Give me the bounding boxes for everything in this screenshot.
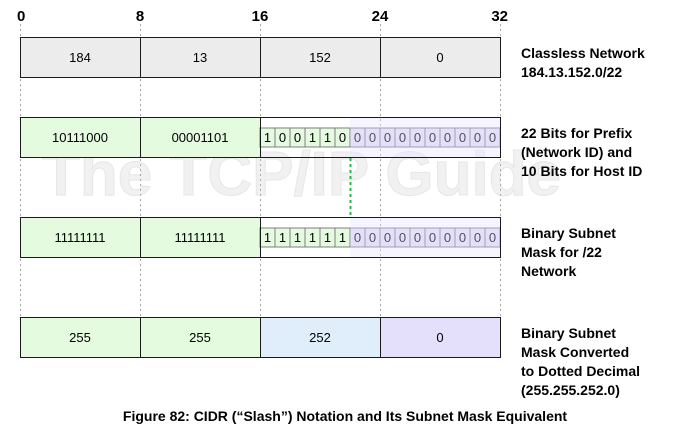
bit-value-19: 1 bbox=[309, 130, 316, 145]
row-label-mask-decimal-line-2: to Dotted Decimal bbox=[521, 363, 640, 379]
row-label-prefix-bits-line-2: 10 Bits for Host ID bbox=[521, 163, 642, 179]
host-region-shade bbox=[350, 217, 500, 257]
octet-cell-1 bbox=[140, 37, 260, 77]
octet-cell-2 bbox=[260, 37, 380, 77]
row-label-network-line-1: 184.13.152.0/22 bbox=[521, 64, 622, 80]
bit-value-27: 0 bbox=[429, 130, 436, 145]
octet-binary-0: 10111000 bbox=[52, 130, 108, 145]
ruler-tick-24: 24 bbox=[372, 8, 389, 25]
octet-value-0: 255 bbox=[69, 330, 91, 345]
bit-value-30: 0 bbox=[474, 130, 481, 145]
row-network: 184 13 152 0 bbox=[20, 37, 501, 78]
octet-cell-2 bbox=[260, 317, 380, 357]
octet-cell-1 bbox=[140, 117, 260, 157]
bit-value-22: 0 bbox=[354, 130, 361, 145]
octet-binary-0: 11111111 bbox=[54, 230, 105, 245]
row-label-mask-bits-line-0: Binary Subnet bbox=[521, 225, 616, 241]
ruler-tick-8: 8 bbox=[136, 8, 144, 25]
bit-value-27: 0 bbox=[429, 230, 436, 245]
row-border bbox=[20, 317, 501, 358]
figure-caption: Figure 82: CIDR (“Slash”) Notation and I… bbox=[123, 408, 568, 424]
row-border bbox=[20, 37, 501, 78]
bit-value-23: 0 bbox=[369, 130, 376, 145]
bit-value-25: 0 bbox=[399, 130, 406, 145]
row-label-prefix-bits-line-1: (Network ID) and bbox=[521, 144, 632, 160]
bit-value-20: 1 bbox=[324, 230, 331, 245]
bit-value-16: 1 bbox=[264, 130, 271, 145]
octet-cell-0 bbox=[20, 117, 140, 157]
row-border bbox=[20, 217, 501, 258]
bit-value-31: 0 bbox=[489, 230, 496, 245]
bit-value-29: 0 bbox=[459, 230, 466, 245]
row-label-mask-bits-line-2: Network bbox=[521, 263, 576, 279]
bit-value-24: 0 bbox=[384, 230, 391, 245]
bit-value-16: 1 bbox=[264, 230, 271, 245]
ruler-tick-16: 16 bbox=[252, 8, 269, 25]
bit-value-26: 0 bbox=[414, 230, 421, 245]
bit-value-22: 0 bbox=[354, 230, 361, 245]
bit-value-21: 1 bbox=[339, 230, 346, 245]
row-label-mask-decimal-line-1: Mask Converted bbox=[521, 344, 629, 360]
bit-value-17: 1 bbox=[279, 230, 286, 245]
bit-value-24: 0 bbox=[384, 130, 391, 145]
bit-value-25: 0 bbox=[399, 230, 406, 245]
bit-value-18: 0 bbox=[294, 130, 301, 145]
octet-binary-1: 00001101 bbox=[172, 130, 229, 145]
bit-value-21: 0 bbox=[339, 130, 346, 145]
octet-value-1: 255 bbox=[189, 330, 211, 345]
octet-cell-3 bbox=[380, 37, 500, 77]
bit-value-18: 1 bbox=[294, 230, 301, 245]
row-label-mask-bits-line-1: Mask for /22 bbox=[521, 244, 602, 260]
bit-value-26: 0 bbox=[414, 130, 421, 145]
octet-value-1: 13 bbox=[193, 50, 207, 65]
row-label-mask-decimal-line-3: (255.255.252.0) bbox=[521, 382, 620, 398]
octet-cell-1 bbox=[140, 317, 260, 357]
octet-cell-0 bbox=[20, 37, 140, 77]
bit-value-19: 1 bbox=[309, 230, 316, 245]
bit-value-28: 0 bbox=[444, 230, 451, 245]
octet-cell-3 bbox=[380, 317, 500, 357]
row-mask-decimal: 255 255 252 0 bbox=[20, 317, 501, 358]
octet-cell-1 bbox=[140, 217, 260, 257]
bit-value-31: 0 bbox=[489, 130, 496, 145]
bit-ruler: 0 8 16 24 32 bbox=[17, 8, 508, 25]
row-border bbox=[20, 117, 501, 158]
octet-guides bbox=[20, 24, 501, 318]
row-label-mask-decimal-line-0: Binary Subnet bbox=[521, 325, 616, 341]
octet-value-3: 0 bbox=[436, 50, 443, 65]
octet-value-2: 152 bbox=[309, 50, 331, 65]
octet-value-2: 252 bbox=[309, 330, 331, 345]
octet-binary-1: 11111111 bbox=[174, 230, 225, 245]
row-labels: Classless Network 184.13.152.0/22 22 Bits … bbox=[521, 45, 645, 398]
octet-value-0: 184 bbox=[69, 50, 91, 65]
bit-value-30: 0 bbox=[474, 230, 481, 245]
row-label-network-line-0: Classless Network bbox=[521, 45, 645, 61]
octet-value-3: 0 bbox=[436, 330, 443, 345]
octet-cell-0 bbox=[20, 217, 140, 257]
host-region-shade bbox=[350, 117, 500, 157]
bit-value-28: 0 bbox=[444, 130, 451, 145]
bit-value-17: 0 bbox=[279, 130, 286, 145]
bit-value-20: 1 bbox=[324, 130, 331, 145]
ruler-tick-32: 32 bbox=[491, 8, 508, 25]
row-label-prefix-bits-line-0: 22 Bits for Prefix bbox=[521, 125, 632, 141]
octet-cell-0 bbox=[20, 317, 140, 357]
bit-value-23: 0 bbox=[369, 230, 376, 245]
ruler-tick-0: 0 bbox=[17, 8, 25, 25]
bit-value-29: 0 bbox=[459, 130, 466, 145]
